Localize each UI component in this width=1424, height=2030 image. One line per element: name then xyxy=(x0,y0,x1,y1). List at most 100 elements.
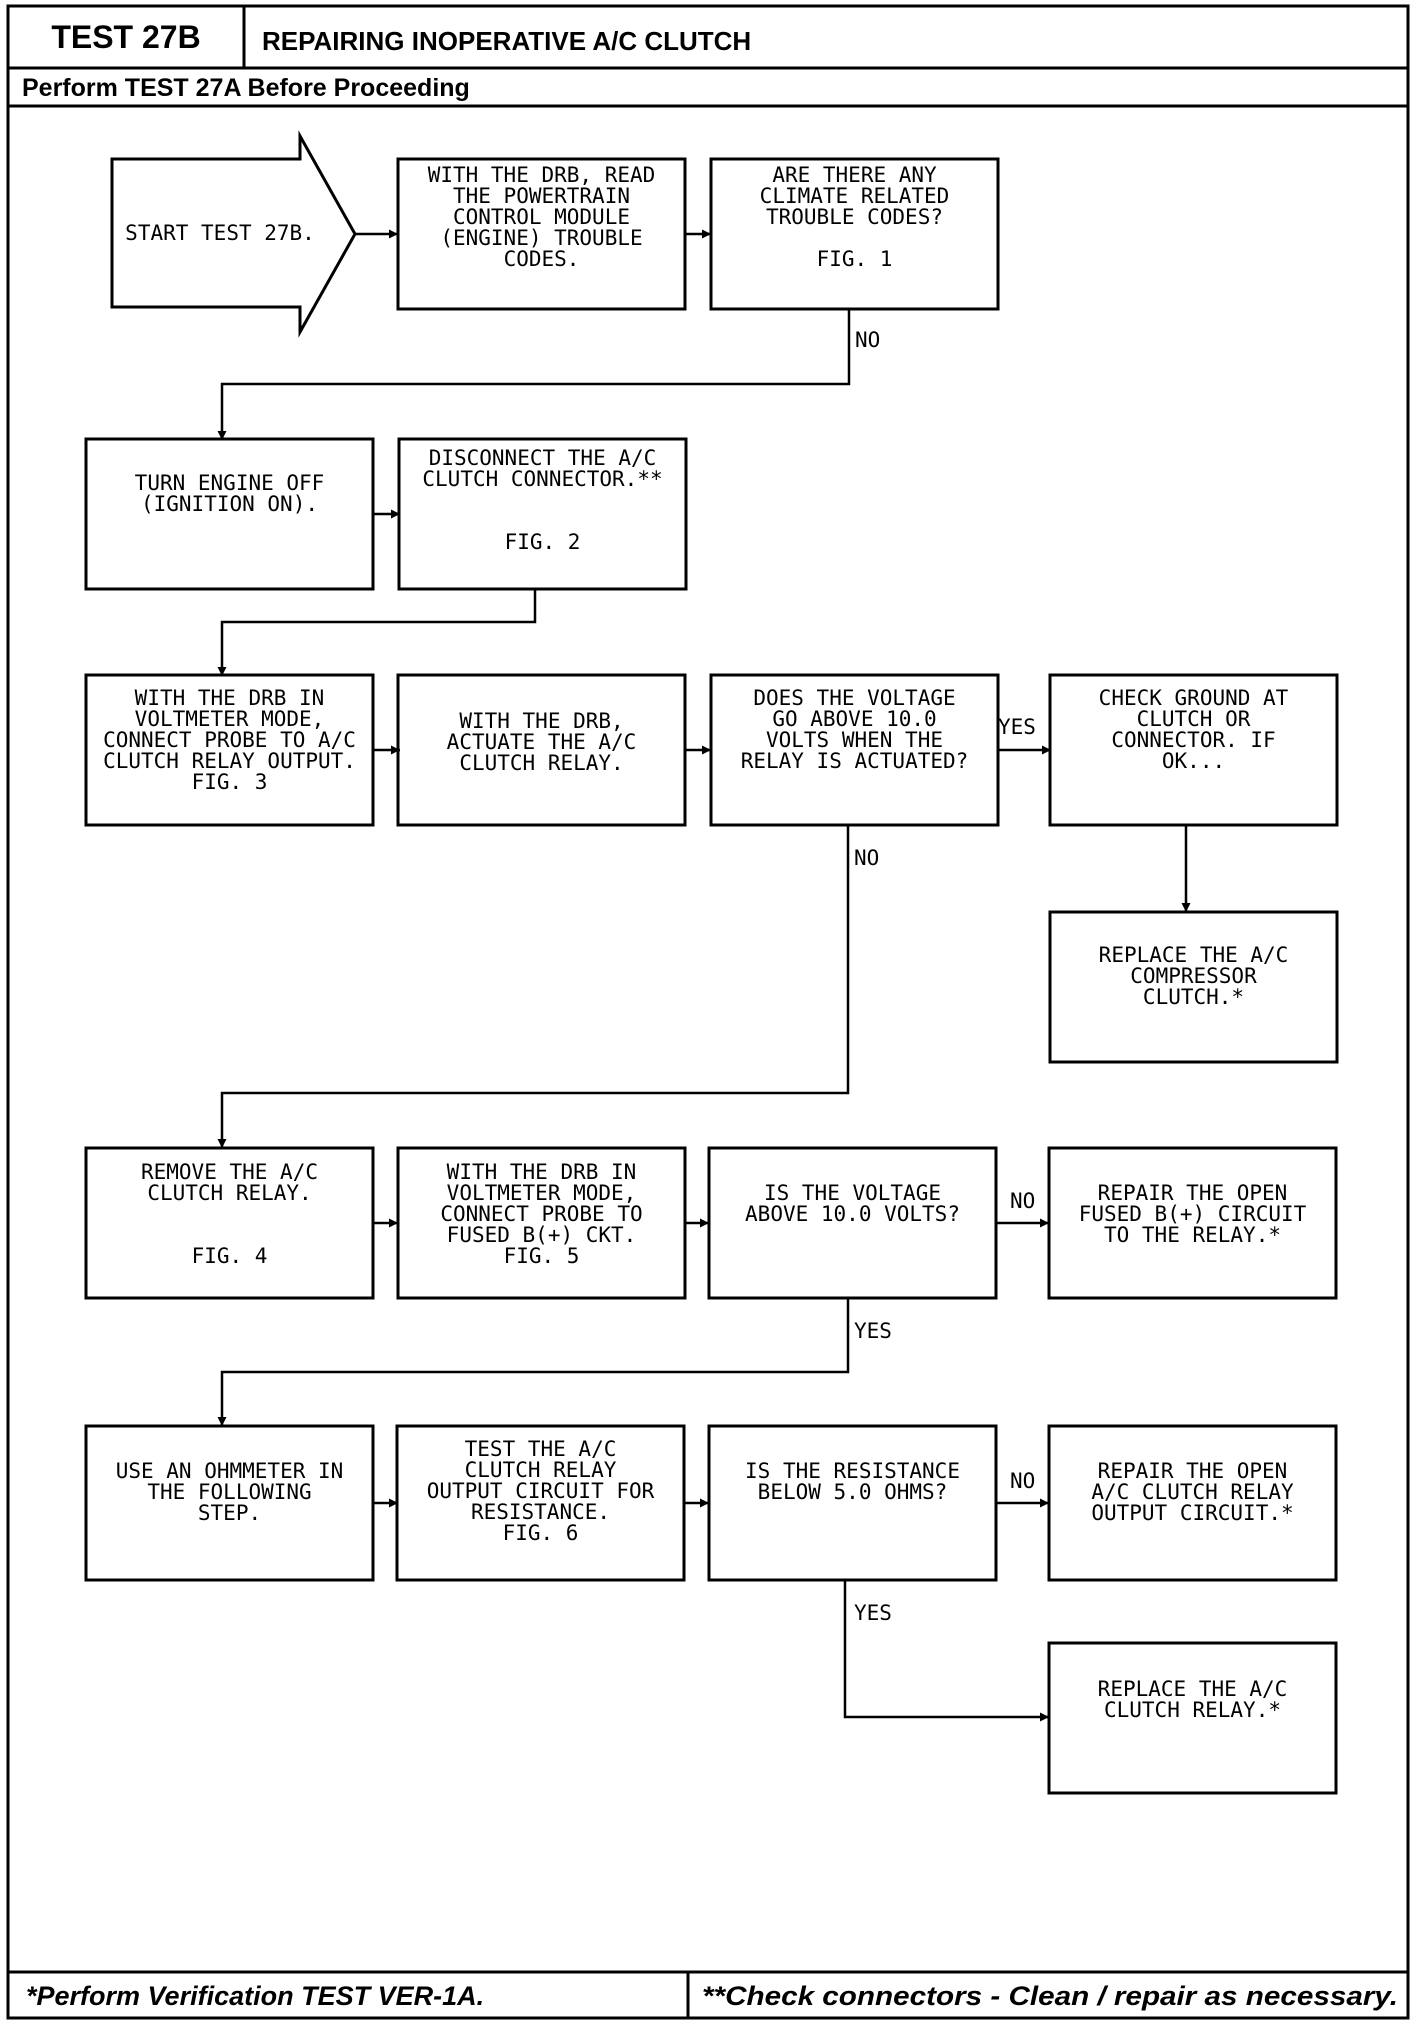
footer-right-note: **Check connectors - Clean / repair as n… xyxy=(702,1981,1398,2011)
node-text-line: CLIMATE RELATED xyxy=(760,184,950,208)
node-text-line: THE FOLLOWING xyxy=(147,1480,311,1504)
node-text-line: CLUTCH RELAY.* xyxy=(1104,1698,1281,1722)
node-text-line: FIG. 6 xyxy=(503,1521,579,1545)
node-text-line: CONNECTOR. IF xyxy=(1111,728,1275,752)
node-text-line: VOLTMETER MODE, xyxy=(135,707,325,731)
node-text-line: FIG. 4 xyxy=(192,1244,268,1268)
node-text-line: CLUTCH RELAY. xyxy=(459,751,623,775)
node-text-line: CHECK GROUND AT xyxy=(1099,686,1289,710)
node-text-line: CODES. xyxy=(504,247,580,271)
node-text-line: REMOVE THE A/C xyxy=(141,1160,318,1184)
node-text-line: ARE THERE ANY xyxy=(772,163,937,187)
node-text-line: FIG. 2 xyxy=(505,530,581,554)
label-voltage2-yes: YES xyxy=(854,1319,892,1343)
node-text-line: COMPRESSOR xyxy=(1130,964,1257,988)
footer-left-note: *Perform Verification TEST VER-1A. xyxy=(26,1981,484,2011)
node-text-line: CLUTCH.* xyxy=(1143,985,1244,1009)
node-text-line: ABOVE 10.0 VOLTS? xyxy=(745,1202,960,1226)
label-voltage-no: NO xyxy=(854,846,879,870)
node-text-line: REPLACE THE A/C xyxy=(1098,1677,1288,1701)
node-text-line: CLUTCH OR xyxy=(1137,707,1251,731)
node-text-line: CONTROL MODULE xyxy=(453,205,630,229)
node-text-line: OUTPUT CIRCUIT.* xyxy=(1091,1501,1293,1525)
node-text-line: FUSED B(+) CKT. xyxy=(447,1223,637,1247)
node-text-line: USE AN OHMMETER IN xyxy=(116,1459,344,1483)
edge-resistance-yes xyxy=(843,1580,1049,1722)
connectors xyxy=(217,229,1191,1722)
node-text-line: GO ABOVE 10.0 xyxy=(772,707,936,731)
node-text-line: REPLACE THE A/C xyxy=(1099,943,1289,967)
edge-climate-no xyxy=(217,309,851,440)
label-resistance-yes: YES xyxy=(854,1601,892,1625)
node-text-line: CONNECT PROBE TO xyxy=(440,1202,642,1226)
edge-disconnect-down xyxy=(217,590,537,676)
node-text-line: CLUTCH RELAY OUTPUT. xyxy=(103,749,356,773)
test-id: TEST 27B xyxy=(51,19,200,55)
page-title: REPAIRING INOPERATIVE A/C CLUTCH xyxy=(262,26,751,56)
node-text: TURN ENGINE OFF(IGNITION ON). xyxy=(135,471,325,516)
node-text-line: CLUTCH RELAY xyxy=(465,1458,617,1482)
node-text-line: TURN ENGINE OFF xyxy=(135,471,325,495)
node-text-line: FIG. 5 xyxy=(504,1244,580,1268)
node-text-line: DOES THE VOLTAGE xyxy=(753,686,955,710)
node-text-line: THE POWERTRAIN xyxy=(453,184,630,208)
node-text-line: A/C CLUTCH RELAY xyxy=(1091,1480,1294,1504)
node-text-line: FIG. 1 xyxy=(817,247,893,271)
start-node: START TEST 27B. xyxy=(110,130,357,338)
node-text-line: RESISTANCE. xyxy=(471,1500,610,1524)
node-text-line: BELOW 5.0 OHMS? xyxy=(758,1480,948,1504)
node-text-line: FIG. 3 xyxy=(192,770,268,794)
node-text-line: TO THE RELAY.* xyxy=(1104,1223,1281,1247)
node-text-line: TROUBLE CODES? xyxy=(766,205,943,229)
label-voltage-yes: YES xyxy=(998,715,1036,739)
node-text-line: ACTUATE THE A/C xyxy=(447,730,637,754)
node-text-line: RELAY IS ACTUATED? xyxy=(741,749,969,773)
edge-voltage-no xyxy=(217,826,850,1148)
node-text-line: OUTPUT CIRCUIT FOR xyxy=(427,1479,655,1503)
label-climate-no: NO xyxy=(855,328,880,352)
node-text-line: WITH THE DRB IN xyxy=(447,1160,637,1184)
node-text-line: TEST THE A/C xyxy=(465,1437,617,1461)
node-box xyxy=(1048,910,1339,1064)
start-label: START TEST 27B. xyxy=(125,221,315,245)
start-arrow-shape xyxy=(110,130,357,338)
node-text-line: (ENGINE) TROUBLE xyxy=(440,226,642,250)
node-text-line: FUSED B(+) CIRCUIT xyxy=(1079,1202,1307,1226)
node-text-line: WITH THE DRB, xyxy=(459,709,623,733)
label-resistance-no: NO xyxy=(1010,1469,1035,1493)
label-voltage2-no: NO xyxy=(1010,1189,1035,1213)
node-text-line: WITH THE DRB IN xyxy=(135,686,325,710)
node-text-line: IS THE VOLTAGE xyxy=(764,1181,941,1205)
node-engine-off: TURN ENGINE OFF(IGNITION ON). xyxy=(84,437,375,591)
node-text-line: STEP. xyxy=(198,1501,261,1525)
page-border xyxy=(6,4,1410,2020)
